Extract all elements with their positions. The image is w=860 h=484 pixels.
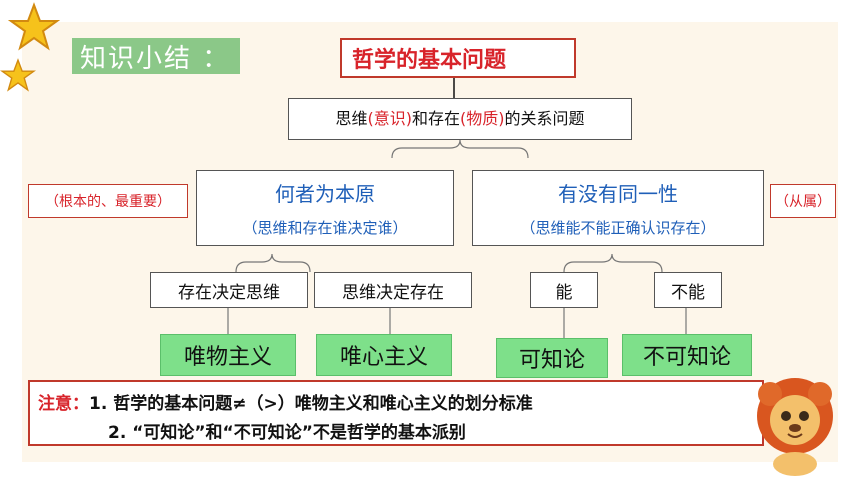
branch-right-box: 有没有同一性 （思维能不能正确认识存在）: [472, 170, 764, 246]
result-knowability: 可知论: [496, 338, 608, 378]
relation-box: 思维(意识)和存在(物质)的关系问题: [288, 98, 632, 140]
lion-icon: [757, 378, 833, 476]
result-idealism: 唯心主义: [316, 334, 452, 376]
leaf-label-3: 能: [530, 272, 598, 308]
branch-left-title: 何者为本原: [275, 182, 375, 206]
branch-left-sub: （思维和存在谁决定谁）: [242, 219, 408, 237]
relation-text: 思维(意识)和存在(物质)的关系问题: [335, 109, 585, 128]
left-note: （根本的、最重要）: [28, 184, 188, 218]
section-tag: 知识小结 ：: [72, 38, 240, 74]
branch-right-title: 有没有同一性: [558, 182, 678, 206]
result-materialism: 唯物主义: [160, 334, 296, 376]
star-icon: [8, 2, 60, 51]
branch-right-sub: （思维能不能正确认识存在）: [520, 219, 716, 237]
result-agnosticism: 不可知论: [622, 334, 752, 376]
note-box: 注意：1. 哲学的基本问题≠（>）唯物主义和唯心主义的划分标准 2. “可知论”…: [28, 380, 764, 446]
right-note: （从属）: [770, 184, 836, 218]
note-line-1: 注意：1. 哲学的基本问题≠（>）唯物主义和唯心主义的划分标准: [38, 394, 533, 414]
leaf-label-2: 思维决定存在: [314, 272, 472, 308]
branch-left-box: 何者为本原 （思维和存在谁决定谁）: [196, 170, 454, 246]
main-question-box: 哲学的基本问题: [340, 38, 576, 78]
star-icon: [0, 58, 36, 92]
leaf-label-4: 不能: [654, 272, 722, 308]
note-line-2: 2. “可知论”和“不可知论”不是哲学的基本派别: [108, 423, 466, 443]
leaf-label-1: 存在决定思维: [150, 272, 308, 308]
